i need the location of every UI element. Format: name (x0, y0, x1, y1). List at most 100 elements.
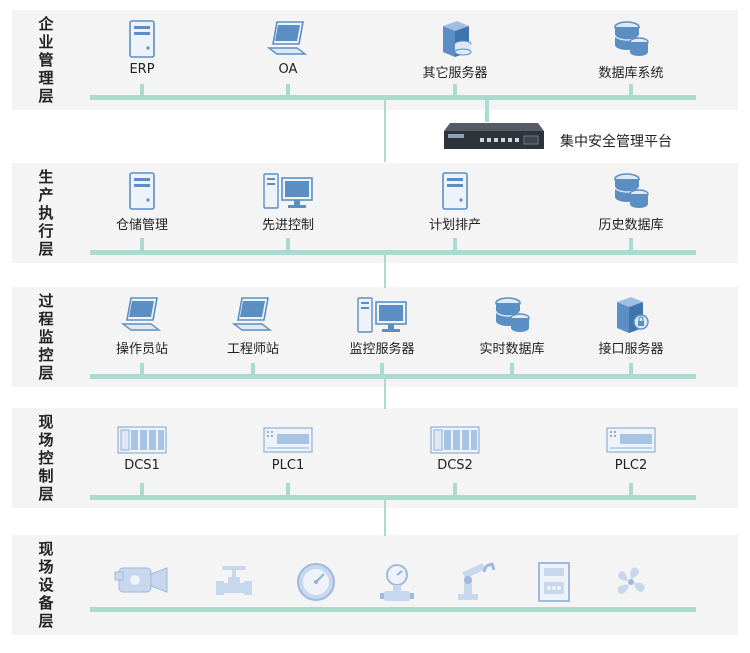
node-plc1[interactable]: PLC1 (233, 426, 343, 473)
trunk-line (384, 100, 386, 162)
title-char: 层 (38, 240, 54, 258)
server-stack-icon (443, 21, 472, 57)
drop (629, 84, 633, 96)
bus-production (90, 250, 696, 255)
node-label: 监控服务器 (349, 342, 415, 357)
device-pressure-gauge[interactable] (294, 562, 338, 606)
bus-field-device (90, 607, 696, 612)
title-char: 层 (38, 364, 54, 382)
robot-arm-icon (458, 562, 496, 600)
device-robot-arm[interactable] (452, 562, 496, 606)
node-label: 实时数据库 (479, 342, 545, 357)
drop (140, 238, 144, 251)
drop (286, 84, 290, 96)
node-label: DCS2 (437, 458, 473, 473)
node-monitoring-server[interactable]: 监控服务器 (327, 296, 437, 357)
trunk-line (384, 252, 386, 288)
title-char: 层 (38, 87, 54, 105)
node-label: 先进控制 (261, 218, 314, 233)
title-char: 场 (38, 558, 54, 576)
layer-field-control: 现 场 控 制 层 (12, 408, 738, 508)
title-char: 层 (38, 612, 54, 630)
camera-icon (114, 567, 168, 593)
node-realtime-db[interactable]: 实时数据库 (457, 296, 567, 357)
node-plc2[interactable]: PLC2 (576, 426, 686, 473)
node-label: 历史数据库 (598, 218, 664, 233)
drop (453, 483, 457, 496)
security-appliance-icon (444, 123, 544, 149)
drop (251, 363, 255, 375)
title-char: 业 (38, 33, 54, 51)
pc-tower-icon (442, 172, 468, 210)
drop (453, 84, 457, 96)
node-warehouse[interactable]: 仓储管理 (87, 172, 197, 233)
node-label: ERP (129, 62, 155, 77)
node-operator-station[interactable]: 操作员站 (87, 296, 197, 357)
node-engineer-station[interactable]: 工程师站 (198, 296, 308, 357)
layer-title-production: 生 产 执 行 层 (32, 163, 60, 263)
device-flow-meter[interactable] (380, 563, 414, 607)
flow-meter-icon (380, 564, 414, 601)
security-appliance[interactable] (440, 121, 544, 157)
database-icon (614, 173, 649, 208)
node-historical-db[interactable]: 历史数据库 (576, 172, 686, 233)
security-platform-label: 集中安全管理平台 (560, 134, 672, 150)
node-label: 其它服务器 (422, 66, 488, 81)
title-char: 理 (38, 69, 54, 87)
title-char: 现 (38, 413, 54, 431)
title-char: 管 (38, 51, 54, 69)
node-dcs2[interactable]: DCS2 (400, 426, 510, 473)
server-lock-icon (617, 297, 649, 333)
title-char: 企 (38, 15, 54, 33)
bus-process (90, 374, 696, 379)
node-label: 接口服务器 (598, 342, 664, 357)
title-char: 生 (38, 168, 54, 186)
database-icon (614, 21, 649, 56)
control-panel-icon (538, 562, 570, 602)
node-label: OA (278, 62, 298, 77)
node-oa[interactable]: OA (233, 20, 343, 77)
node-label: 计划排产 (428, 218, 481, 233)
node-label: PLC1 (271, 458, 305, 473)
layer-title-field-device: 现 场 设 备 层 (32, 535, 60, 635)
node-dcs1[interactable]: DCS1 (87, 426, 197, 473)
title-char: 过 (38, 292, 54, 310)
plc-module-icon (263, 427, 313, 453)
node-label: 数据库系统 (598, 66, 664, 81)
title-char: 场 (38, 431, 54, 449)
title-char: 现 (38, 540, 54, 558)
node-label: 工程师站 (226, 342, 279, 357)
node-advanced-control[interactable]: 先进控制 (233, 172, 343, 233)
dcs-rack-icon (117, 426, 167, 454)
title-char: 产 (38, 186, 54, 204)
node-label: PLC2 (614, 458, 648, 473)
pc-tower-icon (129, 20, 155, 58)
pressure-gauge-icon (297, 563, 335, 601)
device-valve[interactable] (214, 563, 260, 603)
drop (629, 238, 633, 251)
node-scheduling[interactable]: 计划排产 (400, 172, 510, 233)
device-control-panel[interactable] (538, 562, 570, 606)
drop (140, 363, 144, 375)
drop (380, 363, 384, 375)
valve-icon (216, 566, 252, 595)
drop (140, 483, 144, 496)
device-camera[interactable] (113, 562, 169, 602)
bus-enterprise (90, 95, 696, 100)
node-interface-server[interactable]: 接口服务器 (576, 296, 686, 357)
drop (629, 483, 633, 496)
security-uplink (485, 100, 489, 122)
node-database-system[interactable]: 数据库系统 (576, 20, 686, 81)
node-erp[interactable]: ERP (87, 20, 197, 77)
trunk-line (384, 376, 386, 409)
title-char: 备 (38, 594, 54, 612)
node-label: 操作员站 (115, 342, 168, 357)
title-char: 设 (38, 576, 54, 594)
bus-field-control (90, 495, 696, 500)
node-other-servers[interactable]: 其它服务器 (400, 20, 510, 81)
title-char: 控 (38, 346, 54, 364)
node-label: 仓储管理 (115, 218, 168, 233)
title-char: 行 (38, 222, 54, 240)
device-fan[interactable] (612, 563, 650, 605)
